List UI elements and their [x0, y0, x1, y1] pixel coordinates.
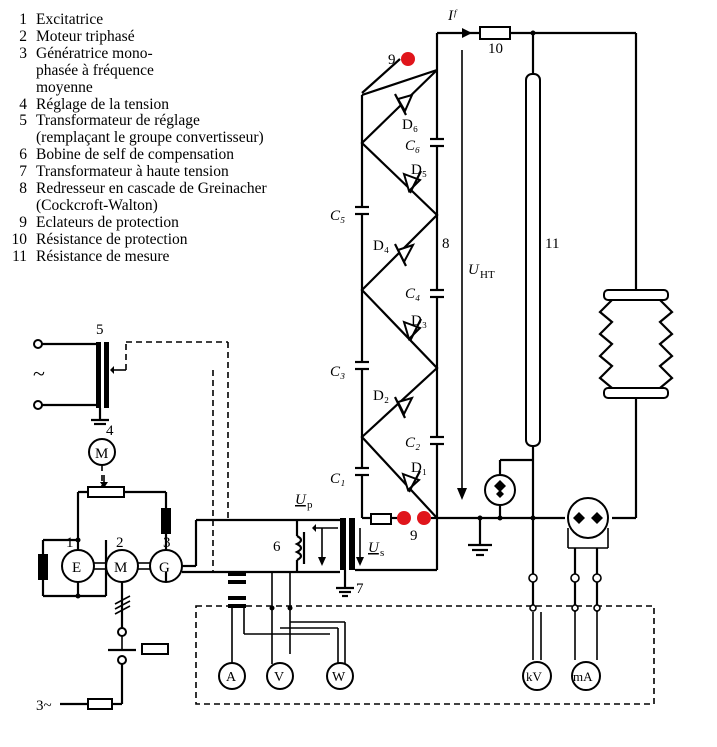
motor-generator-set: [38, 475, 212, 710]
legend-text: Redresseur en cascade de Greinacher (Coc…: [36, 180, 267, 214]
legend-text: Réglage de la tension: [36, 95, 169, 113]
label-8: 8: [442, 236, 450, 252]
wattmeter-label: W: [332, 670, 346, 685]
legend-text: Eclateurs de protection: [36, 213, 179, 231]
diode-d6-label: D₆: [402, 117, 418, 133]
generator-label: G: [159, 560, 170, 576]
legend-item: 8 Redresseur en cascade de Greinacher (Co…: [6, 180, 267, 215]
voltmeter: [266, 662, 294, 690]
three-phase-input-label: 3~: [36, 698, 52, 714]
ground-line: [437, 515, 636, 557]
uht-arrow: [457, 50, 467, 500]
legend-number: 5: [19, 112, 27, 130]
legend-text: Génératrice mono- phasée à fréquence moy…: [36, 44, 154, 96]
spark-gap-bottom: [362, 511, 437, 525]
label-1: 1: [66, 535, 74, 551]
label-3: 3: [163, 535, 171, 551]
metering-box: [195, 572, 655, 705]
legend-number: 9: [19, 213, 27, 231]
machine-labels: E M G M: [72, 446, 170, 576]
legend-text: Résistance de mesure: [36, 247, 170, 265]
hv-transformer: [312, 518, 437, 598]
capacitor-c5-label: C₅: [330, 208, 345, 224]
legend-number: 7: [19, 163, 27, 181]
diode-d4-label: D₄: [373, 238, 389, 254]
legend-number: 11: [12, 247, 27, 265]
up-label: U: [295, 492, 307, 508]
kv-meter: [522, 661, 552, 691]
legend-number: 6: [19, 146, 27, 164]
capacitor-c6-label: C₆: [405, 138, 420, 154]
us-label: U: [368, 540, 380, 556]
legend-number: 8: [19, 180, 27, 198]
label-5: 5: [96, 322, 104, 338]
us-subscript: s: [380, 547, 384, 559]
ma-meter: [571, 661, 601, 691]
legend-text: Excitatrice: [36, 11, 104, 28]
legend-number: 3: [19, 44, 27, 62]
uht-subscript: HT: [480, 269, 495, 281]
meters: A V W kV mA: [218, 661, 601, 691]
ac-input-symbol: ~: [33, 361, 45, 386]
capacitor-c1-label: C₁: [330, 471, 345, 487]
wattmeter: [326, 662, 354, 690]
exciter-label: E: [72, 560, 81, 576]
legend-number: 1: [19, 11, 27, 28]
legend-text: Bobine de self de compensation: [36, 146, 235, 164]
diode-d5-label: D₅: [411, 162, 427, 178]
legend-text: Transformateur à haute tension: [36, 163, 229, 181]
label-10: 10: [488, 41, 503, 57]
legend-item: 9 Eclateurs de protection: [6, 213, 267, 232]
legend-item: 5 Transformateur de réglage (remplaçant l…: [6, 113, 267, 147]
ma-meter-label: mA: [573, 669, 593, 684]
output-line: [437, 26, 638, 290]
label-9-bottom: 9: [410, 528, 418, 544]
motor-label: M: [114, 560, 127, 576]
label-4: 4: [106, 423, 114, 439]
ammeter: [218, 662, 246, 690]
measuring-gap: [484, 474, 516, 518]
legend: 1 Excitatrice 2 Moteur triphasé 3 Génératri…: [6, 11, 267, 266]
capacitor-c3-label: C₃: [330, 364, 345, 380]
legend-item: 1 Excitatrice: [6, 11, 267, 29]
capacitive-divider: [598, 289, 674, 518]
voltmeter-label: V: [274, 670, 284, 685]
legend-item: 11 Résistance de mesure: [6, 247, 267, 266]
legend-item: 10 Résistance de protection: [6, 230, 267, 249]
legend-number: 10: [11, 230, 28, 248]
kv-meter-label: kV: [526, 669, 543, 684]
diode-d2-label: D₂: [373, 388, 389, 404]
regulating-transformer: [33, 339, 229, 572]
legend-item: 7 Transformateur à haute tension: [6, 163, 267, 181]
current-if-label: Iᶠ: [447, 8, 458, 24]
legend-item: 4 Réglage de la tension: [6, 95, 267, 114]
label-2: 2: [116, 535, 124, 551]
reg-motor-label: M: [95, 446, 108, 462]
diode-d1-label: D₁: [411, 460, 427, 476]
measuring-resistor: [498, 73, 541, 610]
legend-item: 3 Génératrice mono- phasée à fréquence mo…: [6, 44, 267, 97]
label-11: 11: [545, 236, 559, 252]
label-9-top: 9: [388, 52, 396, 68]
spark-gap-top: [361, 52, 415, 94]
legend-number: 4: [19, 95, 27, 113]
legend-item: 2 Moteur triphasé: [6, 27, 267, 46]
capacitor-c4-label: C₄: [405, 286, 420, 302]
uht-label: U: [468, 262, 480, 278]
rectifier-cascade: [355, 33, 444, 570]
current-gap: [567, 497, 609, 612]
legend-number: 2: [19, 27, 27, 45]
capacitor-c2-label: C₂: [405, 435, 420, 451]
legend-text: Résistance de protection: [36, 230, 188, 248]
up-subscript: p: [307, 499, 313, 511]
diode-d3-label: D₃: [411, 313, 427, 329]
legend-text: Moteur triphasé: [36, 27, 135, 45]
component-labels: D₁ D₂ D₃ D₄ D₅ D₆ C₁ C₂ C₃ C₄ C₅ C₆ Iᶠ U…: [33, 8, 559, 714]
label-7: 7: [356, 581, 364, 597]
label-6: 6: [273, 539, 281, 555]
ammeter-label: A: [226, 670, 237, 685]
legend-text: Transformateur de réglage (remplaçant le…: [36, 112, 264, 147]
legend-item: 6 Bobine de self de compensation: [6, 146, 267, 164]
